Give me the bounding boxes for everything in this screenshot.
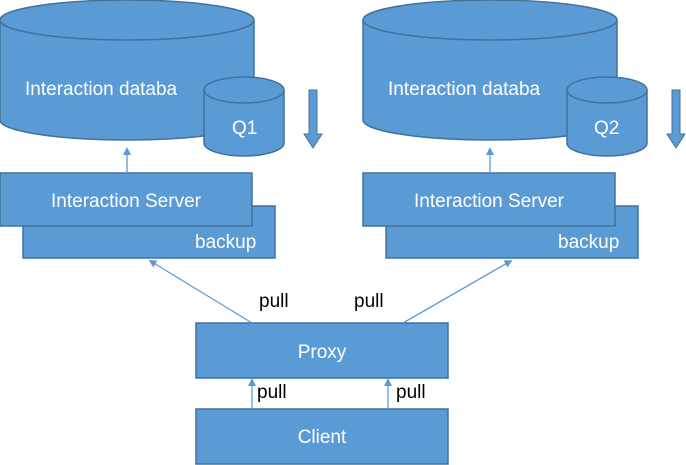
pull-label-client-right: pull — [396, 382, 426, 403]
pull-label-client-left: pull — [257, 382, 287, 403]
proxy-to-right-server-arrow — [402, 260, 513, 324]
right-server-label: Interaction Server — [414, 191, 565, 212]
left-queue-label: Q1 — [232, 118, 257, 139]
left-queue: Q1 — [203, 76, 285, 157]
left-interaction-server: Interaction Server — [0, 172, 253, 227]
right-database: Interaction databa — [362, 0, 618, 141]
left-down-arrow-icon — [303, 89, 323, 149]
client-box: Client — [195, 408, 449, 465]
right-backup-label: backup — [558, 232, 619, 253]
right-interaction-server: Interaction Server — [362, 172, 616, 227]
right-queue-label: Q2 — [594, 118, 619, 139]
pull-label-proxy-right: pull — [354, 291, 384, 312]
pull-label-proxy-left: pull — [259, 291, 289, 312]
left-server-label: Interaction Server — [51, 191, 202, 212]
right-down-arrow-icon — [666, 89, 686, 149]
left-database: Interaction databa — [0, 0, 255, 141]
left-database-label: Interaction databa — [25, 79, 178, 100]
left-backup-label: backup — [195, 232, 256, 253]
proxy-box: Proxy — [195, 322, 449, 379]
right-queue: Q2 — [566, 76, 648, 157]
proxy-label: Proxy — [298, 342, 347, 363]
right-database-label: Interaction databa — [388, 79, 541, 100]
client-label: Client — [298, 427, 347, 448]
proxy-to-left-server-arrow — [148, 259, 253, 324]
